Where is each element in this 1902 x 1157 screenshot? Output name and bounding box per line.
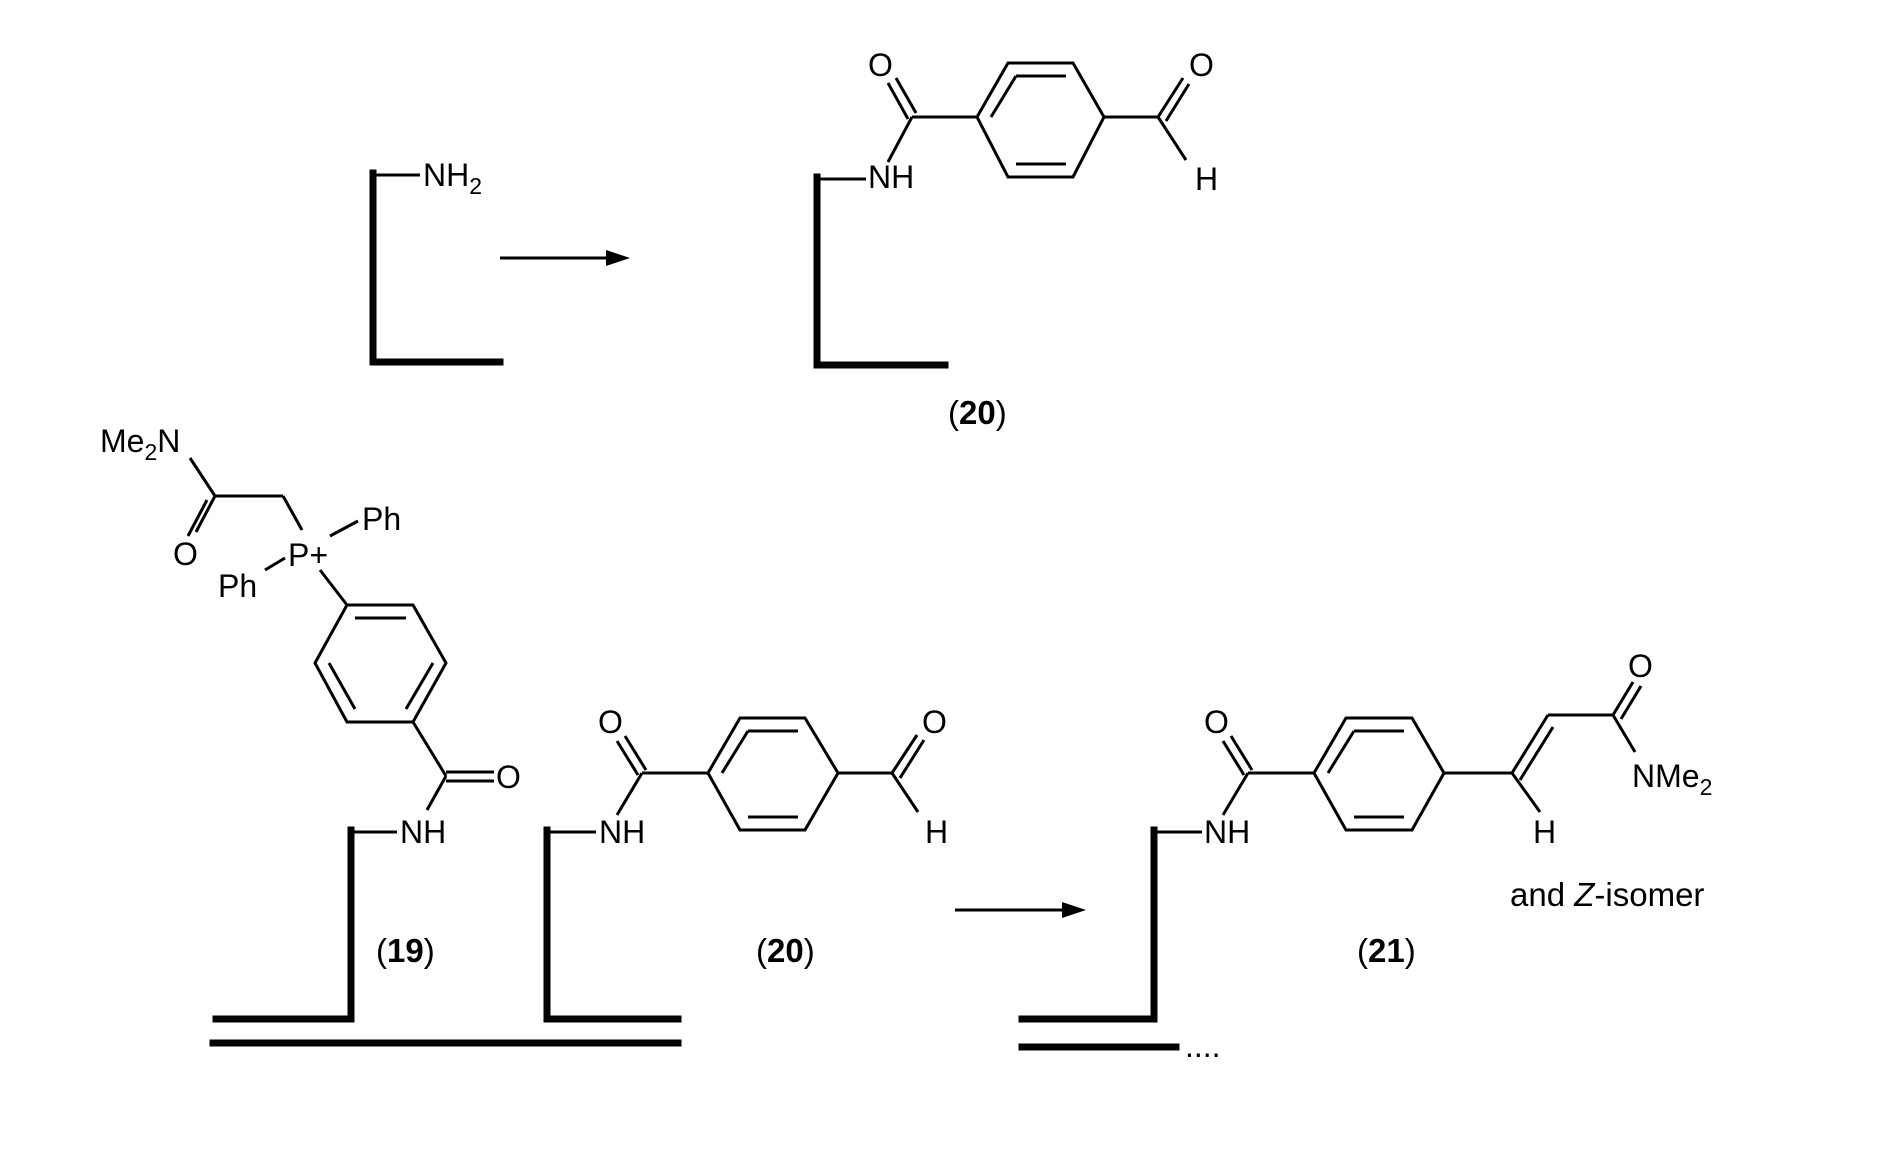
benzene-ring: [977, 63, 1104, 177]
amide-oxygen: O: [496, 759, 521, 795]
compound-20-top: NH O O H (20): [817, 47, 1218, 431]
amide-nh: NH: [1204, 814, 1250, 850]
reaction-arrow-2: [955, 902, 1086, 918]
compound-label-21: (21): [1357, 932, 1416, 969]
amide-nh: NH: [400, 814, 446, 850]
amide-oxygen: O: [868, 47, 893, 83]
amine-on-support: NH2: [373, 157, 500, 362]
aldehyde-hydrogen: H: [1195, 161, 1218, 197]
benzene-ring: [708, 718, 838, 830]
reaction-arrow-1: [500, 250, 630, 266]
carbonyl-oxygen: O: [173, 536, 198, 572]
compound-19: Me2N O P+ Ph Ph O NH (19): [100, 423, 521, 969]
compound-20-bottom: NH O O H (20): [547, 704, 948, 969]
continuation-dots: ....: [1185, 1028, 1221, 1064]
solid-support-linker: [547, 830, 678, 1019]
amide-nh: NH: [599, 814, 645, 850]
aldehyde-oxygen: O: [1189, 47, 1214, 83]
amide-oxygen: O: [598, 704, 623, 740]
solid-support-linker: [817, 177, 945, 365]
aldehyde-hydrogen: H: [925, 814, 948, 850]
amine-group: NH2: [423, 157, 482, 199]
compound-21: .... NH O H O NMe2 and Z-isomer (21): [1022, 648, 1712, 1064]
dimethylamino-group: Me2N: [100, 423, 180, 465]
dimethylamide-group: NMe2: [1632, 758, 1712, 800]
aldehyde-oxygen: O: [922, 704, 947, 740]
phenyl-1: Ph: [362, 501, 401, 537]
solid-support-linker: [373, 173, 500, 362]
benzene-ring: [1314, 718, 1444, 830]
amide-nh: NH: [868, 159, 914, 195]
solid-support-linker: [1022, 830, 1154, 1019]
phenyl-2: Ph: [218, 568, 257, 604]
solid-support-linker: [216, 830, 351, 1019]
phosphonium-center: P+: [288, 537, 328, 573]
support-backbone-left: [213, 830, 678, 1043]
compound-label-19: (19): [376, 932, 435, 969]
compound-label-20: (20): [948, 394, 1007, 431]
z-isomer-note: and Z-isomer: [1510, 876, 1704, 913]
acyl-oxygen: O: [1628, 648, 1653, 684]
compound-label-20: (20): [756, 932, 815, 969]
amide-oxygen: O: [1204, 704, 1229, 740]
benzene-ring: [315, 605, 446, 722]
vinyl-hydrogen: H: [1533, 814, 1556, 850]
